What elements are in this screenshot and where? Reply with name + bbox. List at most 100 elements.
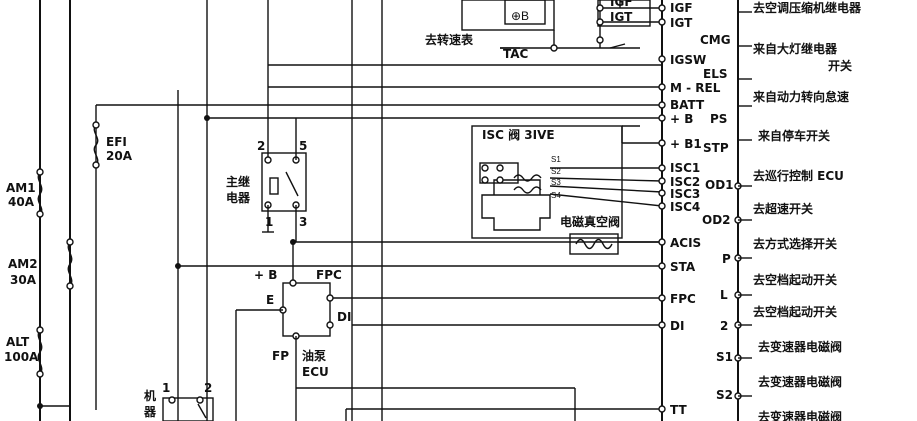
pin-batt bbox=[658, 101, 666, 109]
isc-stem bbox=[493, 179, 541, 195]
label-p: P bbox=[722, 252, 731, 266]
right-label-sol-3: 去变速器电磁阀 bbox=[758, 409, 842, 421]
alt-label: ALT bbox=[6, 335, 30, 349]
label-isc2: ISC2 bbox=[670, 175, 700, 189]
pin-isc4 bbox=[658, 202, 666, 210]
main-relay-switch bbox=[285, 171, 299, 197]
label-igt-right: IGT bbox=[670, 16, 693, 30]
main-relay-coil bbox=[269, 177, 279, 195]
alt-amp-label: 100A bbox=[4, 350, 39, 364]
label-s2: S2 bbox=[716, 388, 733, 402]
label-fpc: FPC bbox=[670, 292, 696, 306]
am2-fuse-symbol bbox=[67, 241, 73, 287]
pump-name-2: ECU bbox=[302, 365, 329, 379]
right-label-headlamp-2: 开关 bbox=[828, 58, 852, 73]
isc-node-3 bbox=[481, 176, 489, 184]
main-relay-box bbox=[261, 152, 307, 212]
isc-node-2 bbox=[496, 164, 504, 172]
relay-pin-2-label: 2 bbox=[257, 139, 265, 153]
pump-di-label: DI bbox=[337, 310, 351, 324]
am2-top bbox=[66, 238, 74, 246]
small-relay-side-2: 器 bbox=[143, 405, 157, 419]
pump-di-node bbox=[326, 321, 334, 329]
label-sta: STA bbox=[670, 260, 696, 274]
label-tt: TT bbox=[670, 403, 687, 417]
isc3-wire bbox=[549, 185, 663, 193]
label-els: ELS bbox=[703, 67, 728, 81]
right-label-headlamp: 来自大灯继电器 bbox=[752, 41, 838, 56]
small-relay-box bbox=[162, 397, 214, 421]
relay-pin-3-label: 3 bbox=[299, 215, 307, 229]
vsv-coil bbox=[575, 238, 613, 250]
label-plusb: + B bbox=[670, 112, 693, 126]
am1-top bbox=[36, 168, 44, 176]
pump-ecu-box bbox=[282, 282, 331, 337]
tachometer-label: 去转速表 bbox=[425, 32, 474, 47]
efi-fuse-symbol bbox=[93, 124, 99, 166]
igt-node bbox=[596, 18, 604, 26]
right-label-sol-1: 去变速器电磁阀 bbox=[758, 339, 842, 354]
small-relay-side-1: 机 bbox=[144, 388, 156, 403]
label-two: 2 bbox=[720, 319, 728, 333]
am2-label: AM2 bbox=[8, 257, 38, 271]
pin-acis bbox=[658, 238, 666, 246]
label-batt: BATT bbox=[670, 98, 705, 112]
right-label-neutral-1: 去空档起动开关 bbox=[753, 272, 837, 287]
pin-plusb1 bbox=[658, 139, 666, 147]
right-label-mode: 去方式选择开关 bbox=[753, 236, 837, 251]
am1-fuse-symbol bbox=[37, 171, 43, 215]
pump-fp-label: FP bbox=[272, 349, 289, 363]
right-arrows bbox=[738, 11, 752, 397]
am2-amp-label: 30A bbox=[10, 273, 37, 287]
label-s1: S1 bbox=[716, 350, 733, 364]
igniter-box bbox=[461, 0, 555, 31]
relay-pin-1-label: 1 bbox=[265, 215, 273, 229]
pin-plusb bbox=[658, 114, 666, 122]
tac-ground bbox=[609, 43, 626, 49]
pin-isc3 bbox=[658, 189, 666, 197]
label-di: DI bbox=[670, 319, 684, 333]
label-od2: OD2 bbox=[702, 213, 731, 227]
tac-node bbox=[550, 44, 558, 52]
junction-sta bbox=[175, 263, 181, 269]
efi-fuse-bottom bbox=[92, 161, 100, 169]
isc-title: ISC 阀 3IVE bbox=[482, 128, 555, 142]
isc-body bbox=[481, 194, 551, 231]
label-igf: IGF bbox=[610, 0, 633, 9]
tac-label: TAC bbox=[503, 47, 529, 61]
small-relay-label-1: 1 bbox=[162, 381, 170, 395]
pin-igsw bbox=[658, 55, 666, 63]
igniter-inner bbox=[504, 0, 546, 25]
label-od1: OD1 bbox=[705, 178, 734, 192]
vsv-label: 电磁真空阀 bbox=[560, 214, 620, 229]
isc-s4-label: S4 bbox=[551, 191, 561, 200]
right-label-cruise: 去巡行控制 ECU bbox=[753, 168, 844, 183]
label-igsw: IGSW bbox=[670, 53, 706, 67]
isc-s3-label: S3 bbox=[551, 178, 561, 187]
b-circle-label: ⊕B bbox=[511, 9, 529, 23]
label-ps: PS bbox=[710, 112, 727, 126]
isc-frame bbox=[471, 125, 623, 239]
pump-plusb-label: + B bbox=[254, 268, 277, 282]
label-acis: ACIS bbox=[670, 236, 701, 250]
pump-fpc-label: FPC bbox=[316, 268, 342, 282]
pump-name-1: 油泵 bbox=[302, 348, 326, 363]
small-relay-switch bbox=[197, 403, 207, 419]
isc-node-1 bbox=[481, 164, 489, 172]
label-isc4: ISC4 bbox=[670, 200, 700, 214]
right-label-ac: 去空调压缩机继电器 bbox=[753, 0, 862, 15]
vsv-box bbox=[569, 233, 619, 255]
efi-amp-label: 20A bbox=[106, 149, 133, 163]
small-relay-pin-2 bbox=[196, 396, 204, 404]
pin-fpc bbox=[658, 294, 666, 302]
pump-e-label: E bbox=[266, 293, 274, 307]
label-mrel: M - REL bbox=[670, 81, 721, 95]
pin-igf bbox=[658, 4, 666, 12]
label-l: L bbox=[720, 288, 728, 302]
isc2-wire bbox=[549, 177, 663, 182]
right-label-ps: 来自动力转向怠速 bbox=[752, 89, 849, 104]
igniter-right-box bbox=[597, 0, 651, 27]
small-relay-label-2: 2 bbox=[204, 381, 212, 395]
right-label-stop: 来自停车开关 bbox=[757, 128, 830, 143]
